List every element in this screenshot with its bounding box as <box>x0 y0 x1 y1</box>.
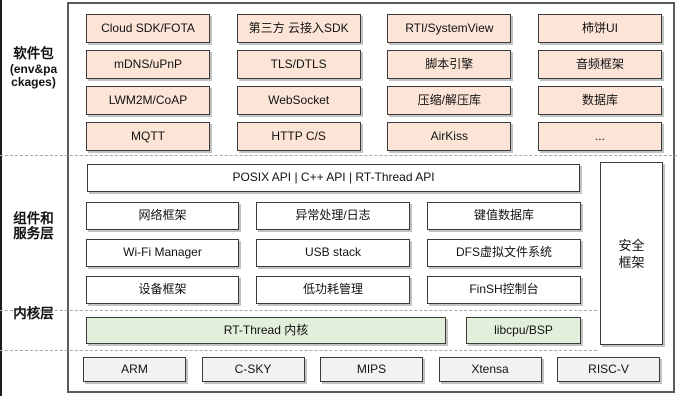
package-box: HTTP C/S <box>236 122 361 151</box>
package-box: Cloud SDK/FOTA <box>86 14 210 43</box>
package-box: TLS/DTLS <box>236 50 361 79</box>
arch-box-arm: ARM <box>83 357 186 382</box>
package-box: 脚本引擎 <box>387 50 512 79</box>
layer-label-kernel: 内核层 <box>0 306 67 321</box>
layer-label-packages: 软件包 (env&packages) <box>0 46 67 89</box>
component-box: 网络框架 <box>86 202 239 230</box>
package-box: mDNS/uPnP <box>86 50 210 79</box>
libcpu-bsp-box: libcpu/BSP <box>466 317 581 344</box>
layer-label-components: 组件和服务层 <box>0 211 67 241</box>
component-box: FinSH控制台 <box>427 276 581 304</box>
component-box: USB stack <box>256 239 410 267</box>
layer-separator-components <box>0 310 597 311</box>
components-grid: 网络框架 异常处理/日志 键值数据库 Wi-Fi Manager USB sta… <box>86 202 581 304</box>
arch-box-mips: MIPS <box>320 357 423 382</box>
packages-label-text: 软件包 <box>13 46 54 61</box>
layer-separator-packages <box>0 155 677 156</box>
security-framework-box: 安全框架 <box>600 162 663 345</box>
package-box: LWM2M/CoAP <box>86 86 210 115</box>
package-box: ... <box>537 122 662 151</box>
package-box: 音频框架 <box>537 50 662 79</box>
layer-separator-kernel <box>0 350 597 351</box>
kernel-label-text: 内核层 <box>13 306 54 321</box>
component-box: 设备框架 <box>86 276 239 304</box>
package-box: AirKiss <box>387 122 512 151</box>
package-box: 压缩/解压库 <box>387 86 512 115</box>
arch-box-c-sky: C-SKY <box>201 357 305 382</box>
package-box: 第三方 云接入SDK <box>236 14 361 43</box>
package-box: MQTT <box>86 122 210 151</box>
package-box: 柿饼UI <box>537 14 662 43</box>
component-box: Wi-Fi Manager <box>86 239 239 267</box>
component-box: 低功耗管理 <box>256 276 410 304</box>
image-left-border <box>0 0 2 396</box>
components-label-text: 组件和服务层 <box>13 211 54 241</box>
rt-thread-kernel-box: RT-Thread 内核 <box>86 317 446 344</box>
package-box: RTI/SystemView <box>387 14 512 43</box>
component-box: DFS虚拟文件系统 <box>427 239 581 267</box>
security-framework-label: 安全框架 <box>618 237 645 270</box>
component-box: 键值数据库 <box>427 202 581 230</box>
packages-sublabel-text: (env&packages) <box>9 62 58 89</box>
package-box: 数据库 <box>537 86 662 115</box>
arch-box-risc-v: RISC-V <box>557 357 660 382</box>
component-box: 异常处理/日志 <box>256 202 410 230</box>
packages-grid: Cloud SDK/FOTA 第三方 云接入SDK RTI/SystemView… <box>86 14 662 151</box>
package-box: WebSocket <box>236 86 361 115</box>
api-bar: POSIX API | C++ API | RT-Thread API <box>87 164 580 192</box>
cpu-architecture-row: ARM C-SKY MIPS Xtensa RISC-V <box>83 357 660 382</box>
arch-box-xtensa: Xtensa <box>438 357 542 382</box>
diagram-frame <box>67 2 675 393</box>
